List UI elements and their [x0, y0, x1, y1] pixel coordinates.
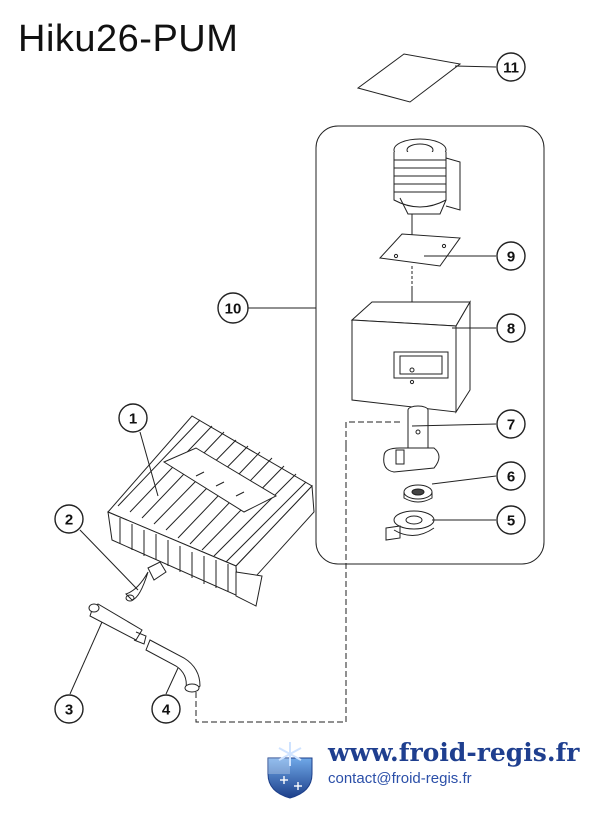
callout-circle-2: [54, 504, 84, 534]
assembly-10-enclosure: [315, 125, 545, 565]
callout-circle-8: [496, 313, 526, 343]
callout-circle-1: [118, 403, 148, 433]
callout-circle-4: [151, 694, 181, 724]
callout-label-11: 11: [503, 60, 519, 77]
callout-label-9: 9: [507, 249, 515, 266]
diagram-title: Hiku26-PUM: [18, 18, 239, 60]
callout-leader-lines: [69, 65, 497, 695]
callout-circle-11: [496, 52, 526, 82]
part-4-hose: [145, 639, 201, 693]
callout-circles: [54, 52, 526, 724]
part-5-ring-cap: [385, 510, 435, 541]
snowflake-shield-icon: [267, 742, 313, 799]
part-8-housing-box: [350, 288, 471, 424]
callout-circle-5: [496, 505, 526, 535]
part-11-gasket-sheet: [356, 53, 462, 103]
callout-label-5: 5: [507, 513, 515, 530]
part-1-tray-grid: [107, 415, 315, 607]
callout-label-4: 4: [162, 702, 171, 719]
callout-circle-10: [217, 292, 249, 324]
callout-label-6: 6: [507, 469, 515, 486]
callout-label-3: 3: [65, 702, 73, 719]
brand-footer: www.froid-regis.fr contact@froid-regis.f…: [262, 738, 592, 802]
callout-label-7: 7: [507, 417, 515, 434]
part-3-valve-body: [88, 603, 147, 645]
callout-circle-6: [496, 461, 526, 491]
callout-circle-9: [496, 241, 526, 271]
callout-label-8: 8: [507, 321, 515, 338]
dashed-connection-line: [195, 421, 400, 723]
callout-label-1: 1: [129, 411, 137, 428]
part-6-coupling: [403, 484, 433, 503]
callout-circle-7: [496, 409, 526, 439]
part-7-auger-housing: [383, 405, 440, 473]
callout-circle-3: [54, 694, 84, 724]
website-link[interactable]: www.froid-regis.fr: [328, 738, 580, 767]
contact-email-link[interactable]: contact@froid-regis.fr: [328, 770, 472, 787]
gear-motor: [393, 138, 461, 258]
callout-label-10: 10: [225, 301, 242, 318]
callout-label-2: 2: [65, 512, 73, 529]
part-2-elbow: [125, 561, 167, 602]
